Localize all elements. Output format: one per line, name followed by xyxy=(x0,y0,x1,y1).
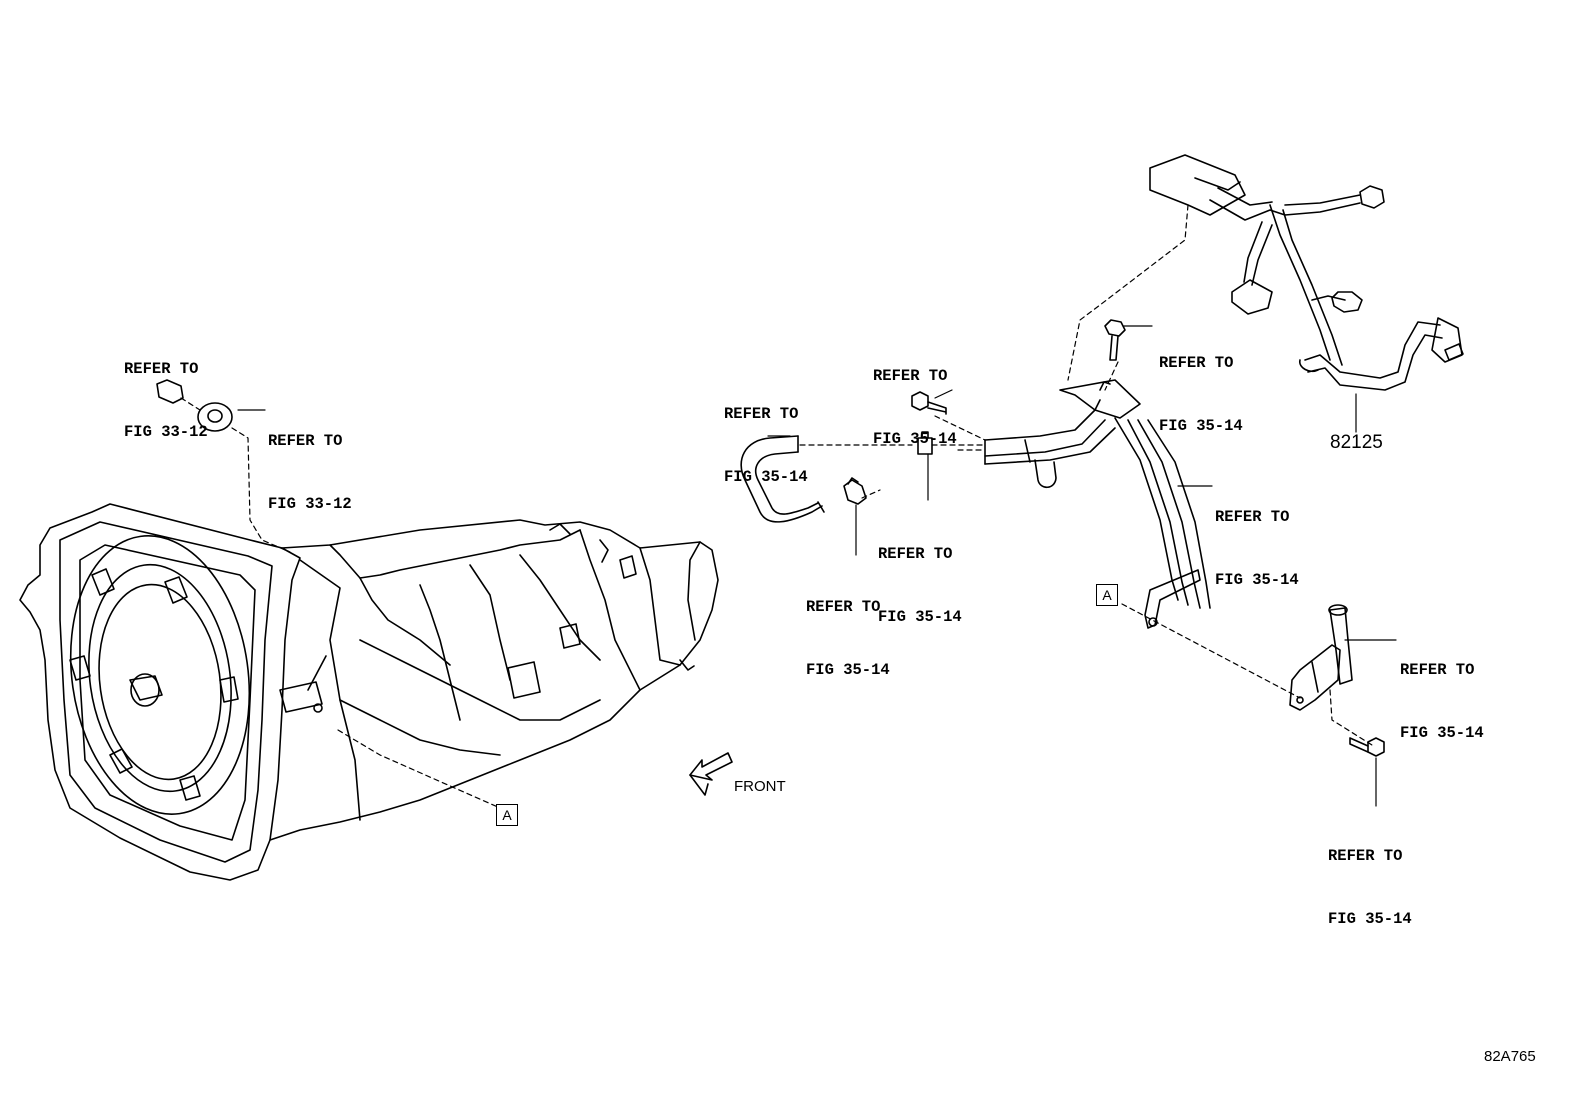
callout-seal: REFER TO FIG 33-12 xyxy=(268,389,352,536)
wire-harness-82125 xyxy=(1149,154,1464,391)
callout-cooler-tube: REFER TO FIG 35-14 xyxy=(1215,465,1299,612)
diagram-code: 82A765 xyxy=(1484,1048,1536,1065)
callout-bolt-harness: REFER TO FIG 35-14 xyxy=(1159,311,1243,458)
callout-line2: FIG 35-14 xyxy=(1400,724,1484,742)
cooler-hose xyxy=(740,435,825,523)
bushing-part xyxy=(156,379,184,404)
transmission-assembly xyxy=(19,503,719,881)
callout-bolt-lower: REFER TO FIG 35-14 xyxy=(1328,804,1412,951)
callout-line2: FIG 35-14 xyxy=(878,608,962,626)
bolt-upper xyxy=(911,391,947,415)
callout-line1: REFER TO xyxy=(806,598,881,616)
callout-lower-bracket: REFER TO FIG 35-14 xyxy=(1400,618,1484,765)
callout-line2: FIG 33-12 xyxy=(268,495,352,513)
tube-connector xyxy=(917,431,933,455)
connector-marker-left: A xyxy=(496,804,518,826)
callout-bushing: REFER TO FIG 33-12 xyxy=(124,317,208,464)
callout-line1: REFER TO xyxy=(268,432,343,450)
front-label: FRONT xyxy=(734,778,786,795)
callout-clamp: REFER TO FIG 35-14 xyxy=(806,555,890,702)
bolt-harness xyxy=(1104,319,1126,361)
dashed-lines xyxy=(180,204,1373,809)
callout-line1: REFER TO xyxy=(1215,508,1290,526)
front-arrow-icon xyxy=(689,752,733,796)
callout-line2: FIG 33-12 xyxy=(124,423,208,441)
callout-line2: FIG 35-14 xyxy=(724,468,808,486)
callout-line1: REFER TO xyxy=(724,405,799,423)
callout-line1: REFER TO xyxy=(1328,847,1403,865)
callout-line2: FIG 35-14 xyxy=(806,661,890,679)
callout-line2: FIG 35-14 xyxy=(1328,910,1412,928)
callout-hose: REFER TO FIG 35-14 xyxy=(724,362,808,509)
callout-line2: FIG 35-14 xyxy=(1159,417,1243,435)
callout-line1: REFER TO xyxy=(1400,661,1475,679)
callout-line1: REFER TO xyxy=(1159,354,1234,372)
callout-bolt-upper: REFER TO FIG 35-14 xyxy=(873,324,957,471)
connector-marker-right: A xyxy=(1096,584,1118,606)
callout-line2: FIG 35-14 xyxy=(1215,571,1299,589)
callout-line1: REFER TO xyxy=(873,367,948,385)
hose-clamp xyxy=(843,477,867,505)
lower-bracket xyxy=(1289,604,1353,711)
callout-line1: REFER TO xyxy=(124,360,199,378)
leader-lines xyxy=(237,325,1397,807)
callout-line2: FIG 35-14 xyxy=(873,430,957,448)
cooler-tube-assembly xyxy=(984,379,1211,629)
callout-tube-connector: REFER TO FIG 35-14 xyxy=(878,502,962,649)
bolt-lower xyxy=(1349,737,1385,757)
part-number-label: 82125 xyxy=(1330,432,1383,453)
seal-ring-part xyxy=(197,402,233,432)
callout-line1: REFER TO xyxy=(878,545,953,563)
